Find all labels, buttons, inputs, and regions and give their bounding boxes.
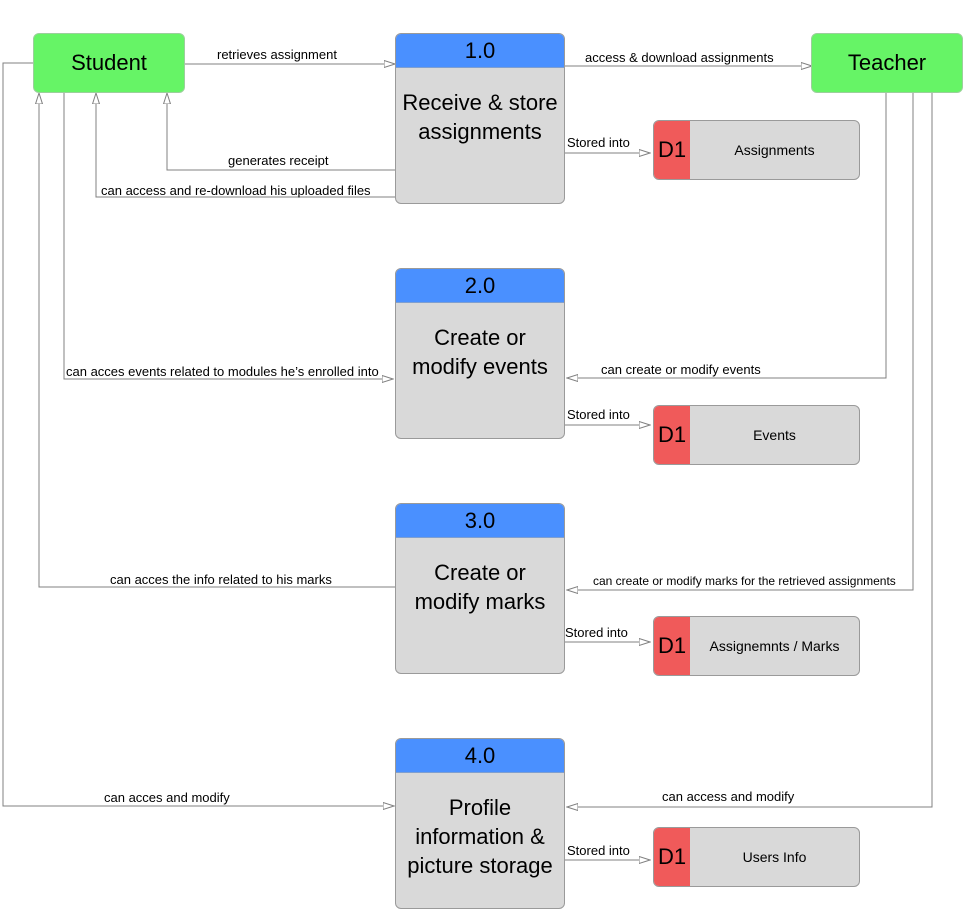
label-stored-into-2: Stored into: [567, 407, 630, 422]
data-store-users-info[interactable]: D1 Users Info: [653, 827, 860, 887]
flow-teacher-profile: [567, 93, 933, 807]
label-teacher-profile: can access and modify: [662, 789, 795, 804]
data-store-name: Assignments: [734, 142, 815, 158]
flow-generates-receipt: [167, 93, 395, 171]
label-access-download: access & download assignments: [585, 50, 774, 65]
label-generates-receipt: generates receipt: [228, 153, 329, 168]
process-2-title: Create or modify events: [412, 325, 548, 379]
entity-student-label: Student: [71, 50, 147, 75]
label-stored-into-3: Stored into: [565, 625, 628, 640]
data-store-assignments[interactable]: D1 Assignments: [653, 120, 860, 180]
data-store-name: Assignemnts / Marks: [709, 638, 840, 654]
data-store-id: D1: [654, 617, 690, 675]
label-teacher-marks: can create or modify marks for the retri…: [593, 574, 896, 588]
data-store-name: Events: [753, 427, 796, 443]
label-student-profile: can acces and modify: [104, 790, 230, 805]
process-4-title: Profile information & picture storage: [407, 795, 553, 878]
flow-student-marks: [39, 93, 395, 588]
entity-teacher[interactable]: Teacher: [811, 33, 963, 93]
label-student-marks: can acces the info related to his marks: [110, 572, 332, 587]
entity-student[interactable]: Student: [33, 33, 185, 93]
data-store-marks[interactable]: D1 Assignemnts / Marks: [653, 616, 860, 676]
flow-redownload: [96, 93, 395, 198]
label-student-events: can acces events related to modules he’s…: [66, 364, 379, 379]
process-3-title: Create or modify marks: [414, 560, 546, 614]
process-3-number: 3.0: [396, 504, 564, 538]
label-stored-into-1: Stored into: [567, 135, 630, 150]
data-store-events[interactable]: D1 Events: [653, 405, 860, 465]
label-teacher-events: can create or modify events: [601, 362, 761, 377]
flow-teacher-marks: [567, 93, 914, 590]
label-redownload: can access and re-download his uploaded …: [101, 183, 371, 198]
process-1-title: Receive & store assignments: [402, 90, 558, 144]
label-stored-into-4: Stored into: [567, 843, 630, 858]
flow-student-profile: [2, 62, 394, 806]
data-store-id: D1: [654, 406, 690, 464]
data-store-id: D1: [654, 828, 690, 886]
process-1-number: 1.0: [396, 34, 564, 68]
entity-teacher-label: Teacher: [847, 50, 927, 75]
label-retrieves-assignment: retrieves assignment: [217, 47, 337, 62]
flow-student-events: [63, 93, 393, 379]
process-3[interactable]: 3.0 Create or modify marks: [395, 503, 565, 674]
process-2-number: 2.0: [396, 269, 564, 303]
process-1[interactable]: 1.0 Receive & store assignments: [395, 33, 565, 204]
process-2[interactable]: 2.0 Create or modify events: [395, 268, 565, 439]
data-store-id: D1: [654, 121, 690, 179]
process-4[interactable]: 4.0 Profile information & picture storag…: [395, 738, 565, 909]
flow-teacher-events: [567, 93, 887, 378]
process-4-number: 4.0: [396, 739, 564, 773]
data-store-name: Users Info: [742, 849, 807, 865]
